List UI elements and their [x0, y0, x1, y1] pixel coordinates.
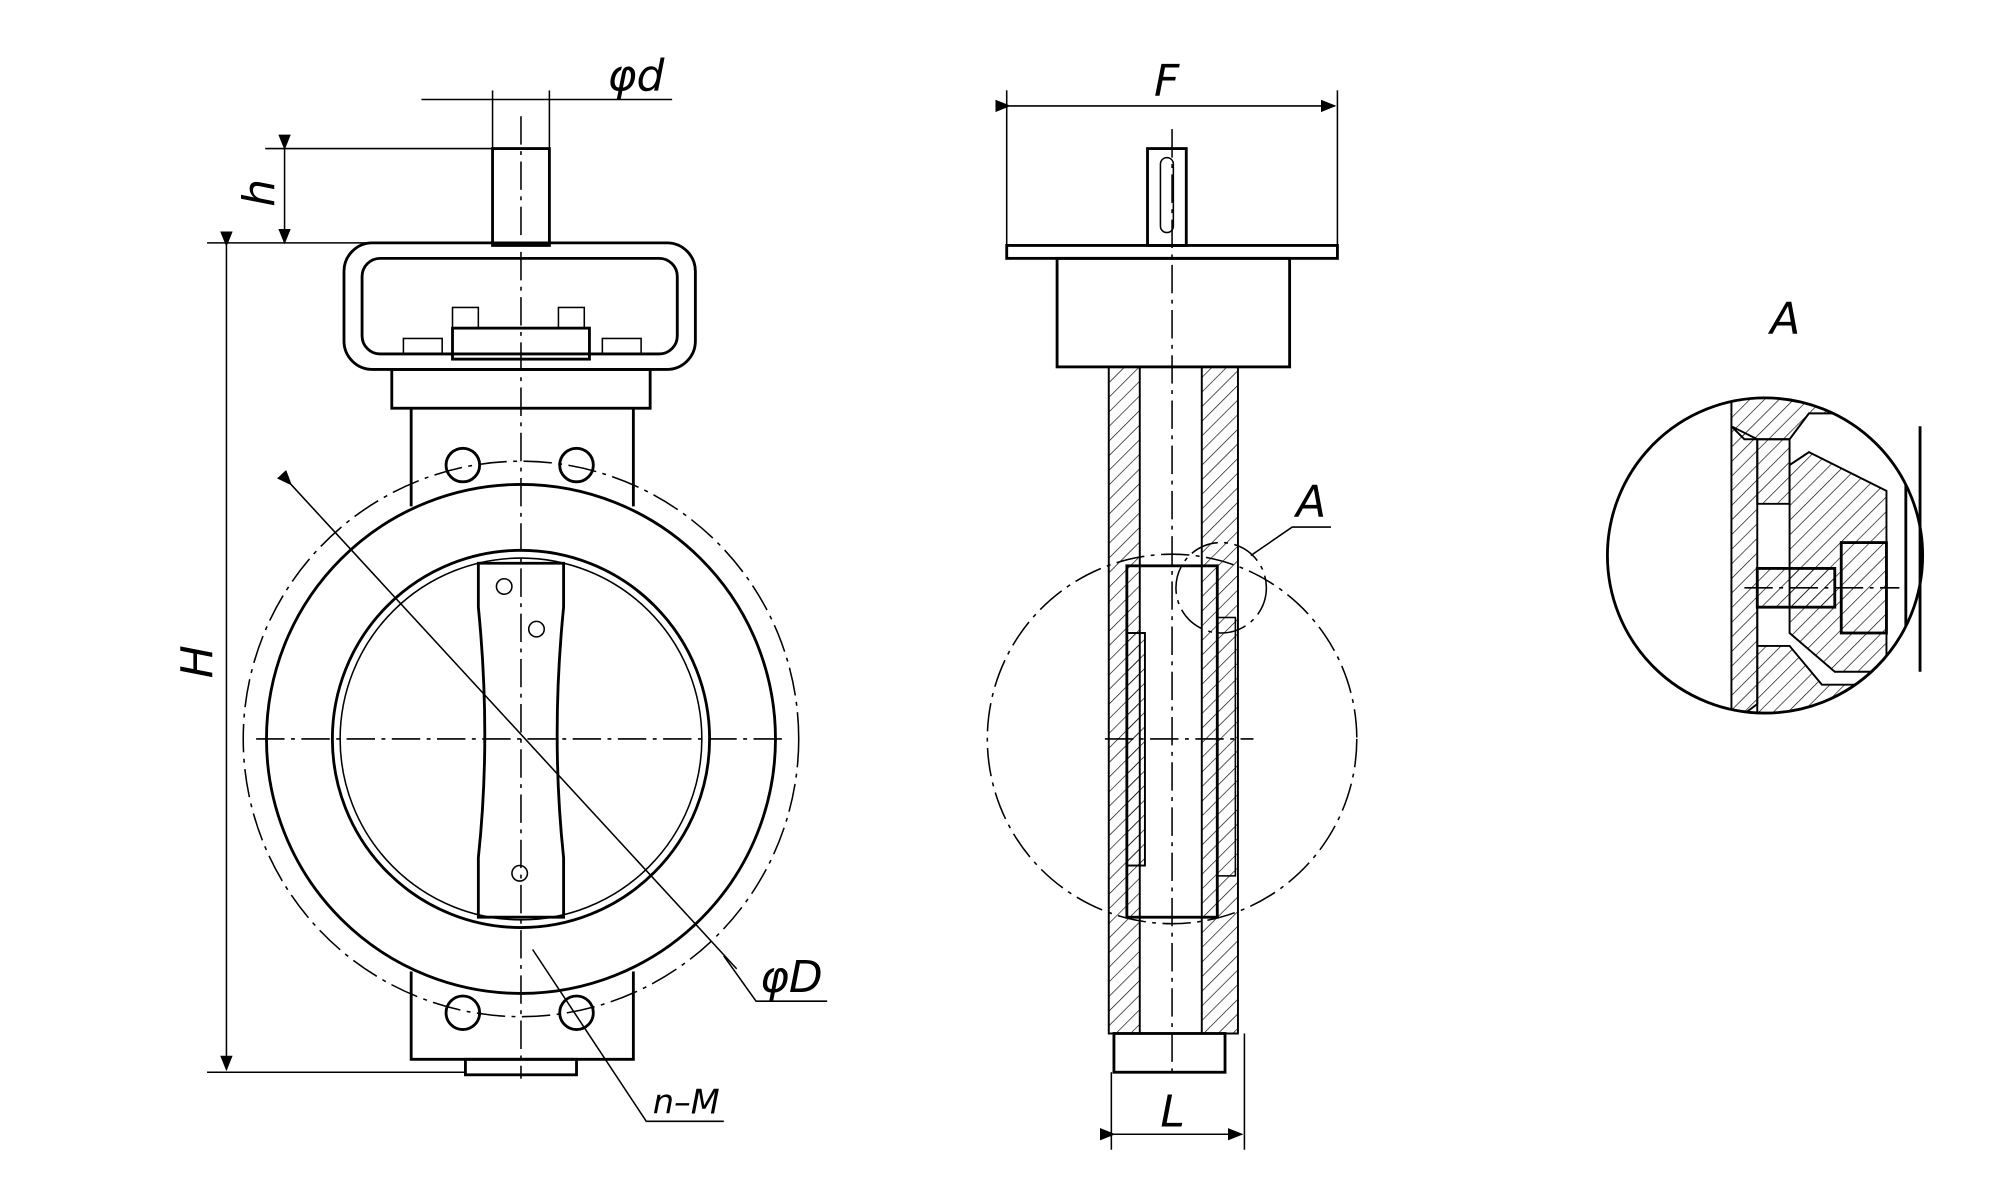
dim-flange-width-label: F — [1154, 56, 1180, 107]
side-view: F L A — [986, 56, 1358, 1150]
dim-overall-height-label: H — [172, 645, 223, 678]
front-view: φd h H φD n–M — [172, 50, 828, 1123]
dim-stem-diameter-label: φd — [608, 50, 666, 101]
dim-bolt-holes-label: n–M — [653, 1083, 720, 1122]
dim-body-length-label: L — [1160, 1086, 1184, 1137]
dim-bolt-circle-label: φD — [760, 952, 823, 1003]
detail-callout-label: A — [1293, 477, 1326, 528]
detail-view-a: A — [1605, 293, 1925, 715]
dim-stem-height-label: h — [234, 179, 285, 207]
detail-title: A — [1767, 293, 1800, 344]
